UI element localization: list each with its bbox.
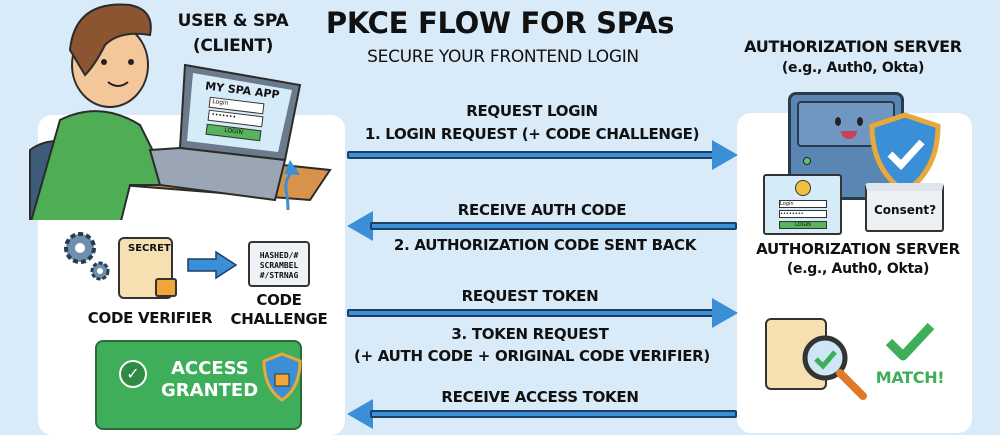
match-label: MATCH! (875, 368, 945, 387)
server-login-box: Login •••••••• LOGIN (763, 174, 842, 235)
server-login-button[interactable]: LOGIN (779, 221, 827, 229)
code-challenge-window: HASHED/# SCRAMBEL #/STRNAG (248, 241, 310, 287)
user-at-laptop-illustration (29, 3, 332, 220)
hash-line: HASHED/# (259, 251, 299, 260)
page-title: PKCE FLOW FOR SPAs (325, 6, 675, 40)
consent-text: Consent? (874, 203, 937, 217)
client-subtitle: (CLIENT) (192, 36, 274, 56)
code-challenge-label-1: CODE (256, 291, 302, 309)
flow-3-below: 3. TOKEN REQUEST (451, 325, 609, 343)
server-password-input[interactable]: •••••••• (779, 210, 827, 218)
check-circle-icon: ✓ (119, 360, 147, 388)
access-granted-banner: ✓ ACCESS GRANTED (95, 340, 302, 430)
flow-4-above: RECEIVE ACCESS TOKEN (441, 388, 639, 406)
code-challenge-label-2: CHALLENGE (230, 310, 328, 328)
hash-line: SCRAMBEL (259, 261, 299, 270)
server-title: AUTHORIZATION SERVER (744, 37, 962, 56)
user-avatar-icon (795, 180, 811, 196)
consent-window: Consent? (865, 183, 944, 232)
flow-2-below: 2. AUTHORIZATION CODE SENT BACK (393, 236, 697, 254)
magnifier-check-icon (802, 335, 867, 400)
flow-3-below-2: (+ AUTH CODE + ORIGINAL CODE VERIFIER) (354, 347, 710, 365)
code-verifier-label: CODE VERIFIER (87, 309, 213, 327)
flow-1-below: 1. LOGIN REQUEST (+ CODE CHALLENGE) (364, 125, 700, 143)
access-line-2: GRANTED (161, 380, 259, 401)
secret-label: SECRET (128, 243, 171, 254)
shield-lock-icon (262, 352, 302, 402)
flow-2-above: RECEIVE AUTH CODE (457, 201, 627, 219)
hash-line: #/STRNAG (259, 271, 299, 280)
flow-1-above: REQUEST LOGIN (466, 102, 598, 120)
arrow-head-right (712, 140, 738, 170)
server-subtitle: (e.g., Auth0, Okta) (781, 60, 925, 76)
client-title: USER & SPA (177, 11, 289, 31)
arrow-head-left (347, 211, 373, 241)
padlock-icon (155, 278, 177, 297)
page-subtitle: SECURE YOUR FRONTEND LOGIN (367, 47, 639, 67)
flow-3-above: REQUEST TOKEN (461, 287, 599, 305)
arrow-login-request (347, 151, 717, 159)
access-line-1: ACCESS (171, 358, 249, 379)
arrow-access-token (370, 410, 737, 418)
arrow-token-request (347, 309, 717, 317)
gears-icon (64, 232, 110, 281)
arrow-head-right (712, 298, 738, 328)
arrow-right-icon (187, 250, 238, 280)
server-title-2: AUTHORIZATION SERVER (756, 240, 960, 258)
arrow-auth-code (370, 222, 737, 230)
server-subtitle-2: (e.g., Auth0, Okta) (786, 261, 930, 277)
check-icon (885, 322, 935, 361)
server-login-input[interactable]: Login (779, 200, 827, 208)
